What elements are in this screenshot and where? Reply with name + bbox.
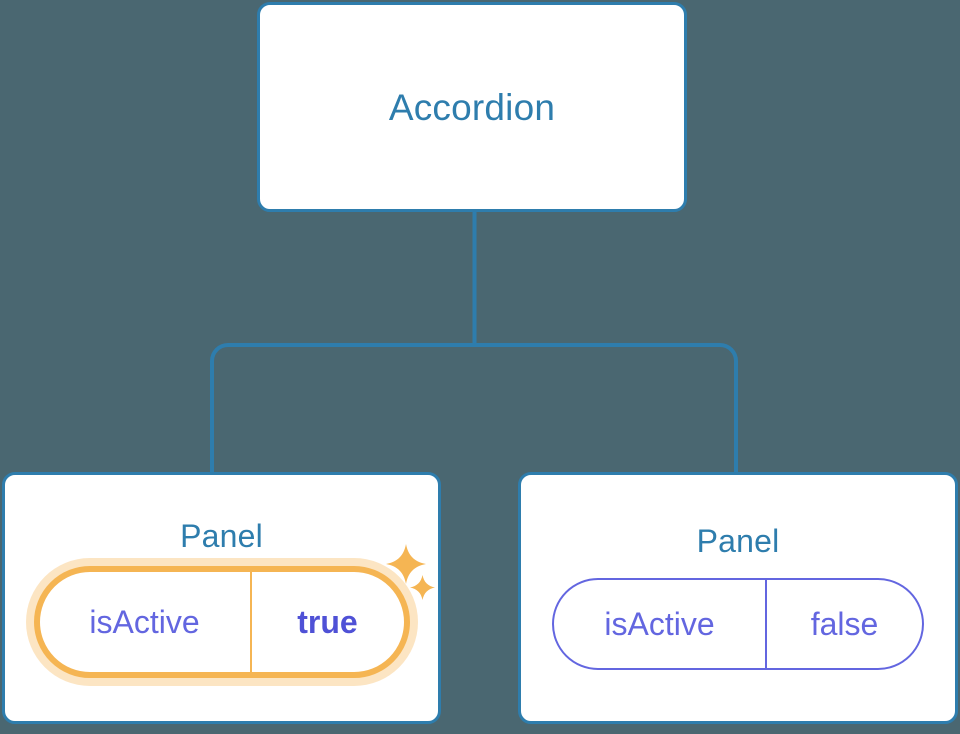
prop-key: isActive <box>554 580 767 668</box>
node-panel-inactive-title: Panel <box>696 523 780 559</box>
prop-pill-isactive-false[interactable]: isActive false <box>552 578 924 670</box>
node-panel-active[interactable]: Panel isActive true <box>2 472 441 724</box>
prop-pill-isactive-true[interactable]: isActive true <box>33 566 410 678</box>
node-accordion[interactable]: Accordion <box>257 2 687 212</box>
node-panel-inactive[interactable]: Panel isActive false <box>518 472 958 724</box>
prop-value: true <box>297 603 358 640</box>
node-accordion-title: Accordion <box>388 86 556 128</box>
prop-value: false <box>810 605 879 642</box>
node-panel-active-title: Panel <box>180 518 263 554</box>
connector-branch-right <box>474 343 738 472</box>
prop-key: isActive <box>40 572 252 672</box>
connector-branch-left <box>210 343 475 472</box>
